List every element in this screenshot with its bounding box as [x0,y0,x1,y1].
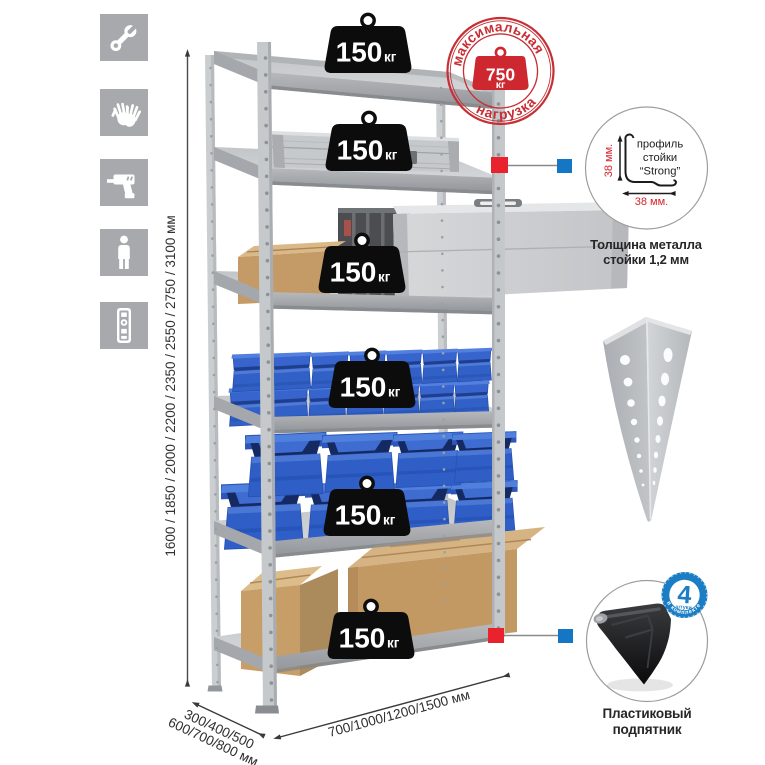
profile-label: профиль [637,139,683,151]
weight-tag: 150 кг [328,347,416,408]
tag-unit-text: кг [387,636,400,651]
tag-value-text: 150 [340,372,387,403]
profile-caption-line1: Толщина металла [590,237,702,252]
red-marker-bottom [488,628,504,643]
drill-icon [100,159,148,206]
badge-word: штуки [675,604,692,611]
weight-tag: 150 кг [327,598,415,659]
tag-unit-text: кг [378,270,391,285]
blue-marker-top [557,159,572,173]
tag-value-text: 150 [335,500,382,531]
connector-bottom [488,628,573,643]
shelf-weight-tags: 150 кг 150 кг 150 кг 150 кг 150 кг 150 к… [318,12,416,659]
weight-tag: 150 кг [318,232,406,293]
tag-value-text: 150 [336,37,383,68]
tag-value-text: 150 [337,135,384,166]
icons-column [100,14,148,349]
connector-top [491,157,572,173]
tag-unit-text: кг [385,148,398,163]
profile-label: стойки [643,152,677,164]
red-marker-top [491,157,508,173]
foot-caption-line2: подпятник [612,721,682,737]
foot-caption-line1: Пластиковый [602,706,692,721]
tag-value-text: 150 [339,623,386,654]
rack-front-posts [207,42,505,714]
level-icon [100,302,148,349]
corner-post-graphic [603,317,692,522]
profile-dim-vertical: 38 мм. [603,144,615,177]
foot-feature-circle: 4 штуки в комплекте [585,572,709,703]
rack-post-holes [209,56,501,702]
foot-feature-caption: Пластиковый подпятник [567,706,727,737]
rack-front-beams [214,51,500,675]
max-load-stamp: максимальная нагрузка 750 кг [443,12,555,127]
tag-unit-text: кг [383,513,396,528]
tag-unit-text: кг [384,50,397,65]
profile-feature-circle: 38 мм. 38 мм. профиль стойки “Strong” [584,106,709,230]
wrench-icon [100,14,148,61]
tag-value-text: 150 [330,257,377,288]
stamp-weight-unit: кг [496,79,506,91]
profile-feature-caption: Толщина металла стойки 1,2 мм [566,237,726,267]
weight-tag: 150 кг [325,110,413,171]
height-dimension-label: 1600 / 1850 / 2000 / 2200 / 2350 / 2550 … [163,215,178,557]
blue-marker-bottom [558,629,573,643]
profile-dim-horizontal: 38 мм. [635,196,668,208]
stamp-weight: 750 кг [472,46,529,91]
person-icon [100,229,148,276]
width-dimension-line [273,672,511,740]
plastic-foot-graphic [593,603,671,685]
depth-dimension-line [191,702,266,739]
count-badge: 4 штуки в комплекте [661,572,708,618]
stamp-weight-value: 750 [486,65,515,85]
gloves-icon [100,89,148,136]
tag-unit-text: кг [388,385,401,400]
weight-tag: 150 кг [324,12,412,73]
badge-number: 4 [677,581,693,610]
weight-tag: 150 кг [323,475,411,536]
profile-label: “Strong” [640,166,681,178]
rack-graphic [205,42,629,714]
profile-caption-line2: стойки 1,2 мм [603,251,689,267]
